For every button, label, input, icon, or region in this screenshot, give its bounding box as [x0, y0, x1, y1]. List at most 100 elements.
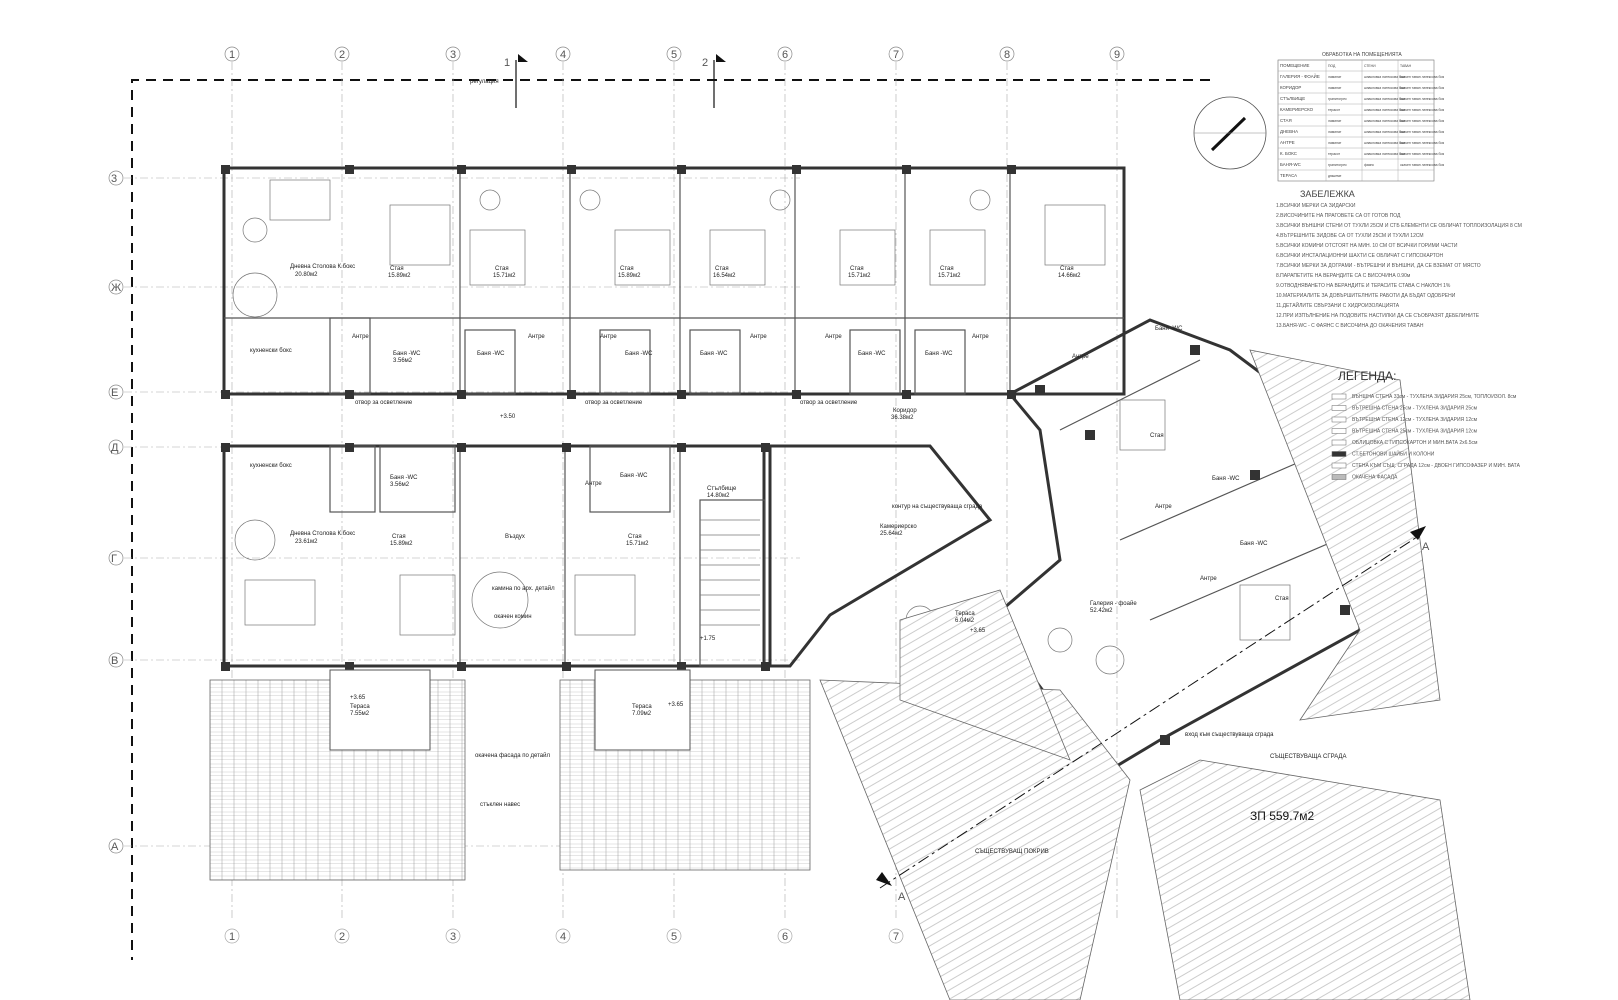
antre-label-4: Антре: [750, 334, 767, 340]
level-365-3: +3.65: [668, 702, 684, 708]
section-cut-a: А А: [876, 526, 1430, 903]
axis-label-row-1: Ж: [111, 282, 121, 294]
axis-bubble-top-5: [666, 46, 682, 62]
axis-label-top-4: 4: [560, 49, 566, 61]
axis-bubble-bottom-1: [224, 928, 240, 944]
finishes-cell: ламинат: [1328, 75, 1342, 79]
upper-wing: [221, 165, 1126, 399]
note-item: 1.ВСИЧКИ МЕРКИ СА ЗИДАРСКИ: [1276, 203, 1356, 209]
axis-bubble-top-9: [1109, 46, 1125, 62]
stair-area: 14.80м2: [707, 493, 730, 499]
axis-label-top-1: 1: [229, 49, 235, 61]
finishes-cell: ламинат: [1328, 141, 1342, 145]
antre-label-7: Антре: [1072, 354, 1089, 360]
note-item: 4.ВЪТРЕШНИТЕ ЗИДОВЕ СА ОТ ТУХЛИ 25СМ И Т…: [1276, 233, 1424, 239]
finishes-cell: окачен таван латексова боя: [1400, 119, 1444, 123]
room-area-5: 15.71м2: [848, 273, 871, 279]
note-item: 7.ВСИЧКИ МЕРКИ ЗА ДОГРАМИ - ВЪТРЕШНИ И В…: [1276, 263, 1481, 269]
bath-label-7: Баня -WC: [1155, 326, 1183, 332]
axis-bubble-row-5: [108, 652, 124, 668]
room-label-10: Стая: [1150, 433, 1164, 439]
antre-label-5: Антре: [825, 334, 842, 340]
room-area-6: 15.71м2: [938, 273, 961, 279]
axis-bubble-top-4: [555, 46, 571, 62]
finishes-header: ПОД: [1328, 64, 1336, 68]
finishes-cell: ламинат: [1328, 86, 1342, 90]
finishes-cell: окачен таван латексова боя: [1400, 75, 1444, 79]
finishes-cell: шпакловка латексова боя: [1364, 141, 1405, 145]
living-top-label: Дневна Столова К.бокс: [290, 264, 355, 270]
finishes-cell: шпакловка латексова боя: [1364, 86, 1405, 90]
axis-bubble-top-2: [334, 46, 350, 62]
finishes-cell: гранитогрес: [1328, 163, 1347, 167]
finishes-cell: окачен таван латексова боя: [1400, 86, 1444, 90]
bath-area-8: 3.56м2: [390, 482, 410, 488]
axis-label-row-5: В: [111, 655, 118, 667]
housekeeping-label: Камериерско: [880, 524, 917, 530]
room-area-3: 15.89м2: [618, 273, 641, 279]
terrace-label-1: Тераса: [955, 611, 975, 617]
bath-label-5: Баня -WC: [858, 351, 886, 357]
room-label-1: Стая: [390, 266, 404, 272]
existing-outline-label: контур на съществуваща сграда: [892, 504, 983, 510]
axis-label-bottom-3: 3: [450, 931, 456, 943]
axis-bubble-top-7: [888, 46, 904, 62]
fireplace-label: камина по арх. детайл: [492, 585, 555, 592]
axis-bubble-row-1: [108, 279, 124, 295]
room-labels: Дневна Столова К.бокс 20.80м2 Стая 15.89…: [250, 264, 1346, 855]
room-label-6: Стая: [940, 266, 954, 272]
notes-block: ЗАБЕЛЕЖКА 1.ВСИЧКИ МЕРКИ СА ЗИДАРСКИ2.ВИ…: [1276, 189, 1522, 329]
axis-bubble-top-8: [999, 46, 1015, 62]
axis-bubble-row-4: [108, 550, 124, 566]
note-item: 11.ДЕТАЙЛИТЕ СВЪРЗАНИ С ХИДРОИЗОЛАЦИЯТА: [1276, 301, 1400, 309]
note-item: 6.ВСИЧКИ ИНСТАЛАЦИОННИ ШАХТИ СЕ ОБЛИЧАТ …: [1276, 253, 1444, 259]
axis-bubble-bottom-2: [334, 928, 350, 944]
finishes-cell: КАМЕРИЕРСКО: [1280, 107, 1314, 112]
finishes-cell: ДНЕВНА: [1280, 129, 1298, 134]
entrance-existing-label: вход към съществуваща сграда: [1185, 732, 1274, 738]
note-item: 10.МАТЕРИАЛИТЕ ЗА ДОВЪРШИТЕЛНИТЕ РАБОТИ …: [1276, 293, 1456, 299]
living-bottom-area: 23.61м2: [295, 539, 318, 545]
bath-label-8: Баня -WC: [390, 475, 418, 481]
bath-label-9: Баня -WC: [620, 473, 648, 479]
finishes-cell: шпакловка латексова боя: [1364, 75, 1405, 79]
note-item: 5.ВСИЧКИ КОМИНИ ОТСТОЯТ НА МИН. 10 СМ ОТ…: [1276, 243, 1458, 249]
finishes-cell: шпакловка латексова боя: [1364, 108, 1405, 112]
axis-label-row-6: А: [111, 841, 119, 853]
room-label-8: Стая: [392, 534, 406, 540]
axis-label-bottom-4: 4: [560, 931, 566, 943]
gallery-label: Галерия - фоайе: [1090, 600, 1137, 607]
light-opening-2: отвор за осветление: [585, 400, 643, 406]
legend-item: ВЪТРЕШНА СТЕНА 25см - ТУХЛЕНА ЗИДАРИЯ 25…: [1352, 406, 1478, 412]
finishes-cell: ТЕРАСА: [1280, 173, 1297, 178]
corridor-label: Коридор: [893, 408, 917, 414]
note-item: 9.ОТВОДНЯВАНЕТО НА ВЕРАНДИТЕ И ТЕРАСИТЕ …: [1276, 283, 1451, 289]
finishes-cell: теракот: [1328, 152, 1341, 156]
level-365-2: +3.65: [350, 695, 366, 701]
living-bottom-label: Дневна Столова К.бокс: [290, 531, 355, 537]
svg-text:А: А: [898, 891, 906, 903]
finishes-cell: окачен таван латексова боя: [1400, 163, 1444, 167]
legend-item: ВЪНШНА СТЕНА 33см - ТУХЛЕНА ЗИДАРИЯ 25см…: [1352, 394, 1517, 400]
bath-label-11: Баня -WC: [1240, 541, 1268, 547]
finishes-cell: АНТРЕ: [1280, 140, 1295, 145]
legend-item: ВЪТРЕШНА СТЕНА 25см - ТУХЛЕНА ЗИДАРИЯ 12…: [1352, 429, 1478, 435]
regulation-line: [131, 79, 1210, 960]
legend-title: ЛЕГЕНДА:: [1338, 369, 1397, 383]
legend-swatch: [1331, 405, 1347, 411]
room-area-7: 14.66м2: [1058, 273, 1081, 279]
section-mark-2: 2: [702, 54, 726, 108]
axis-bubble-top-6: [777, 46, 793, 62]
legend-block: ЛЕГЕНДА: ВЪНШНА СТЕНА 33см - ТУХЛЕНА ЗИД…: [1331, 369, 1521, 481]
bath-label-1: Баня -WC: [393, 351, 421, 357]
finishes-cell: окачен таван латексова боя: [1400, 97, 1444, 101]
existing-roof-label: СЪЩЕСТВУВАЩ ПОКРИВ: [975, 849, 1049, 855]
axis-label-bottom-1: 1: [229, 931, 235, 943]
antre-label-1: Антре: [352, 334, 369, 340]
antre-label-3: Антре: [600, 334, 617, 340]
finishes-cell: ГАЛЕРИЯ - ФОАЙЕ: [1280, 74, 1320, 79]
axis-bubble-bottom-6: [777, 928, 793, 944]
legend-swatch: [1331, 439, 1347, 446]
regulation-label: регулация: [470, 79, 499, 85]
level-365-1: +3.65: [970, 628, 986, 634]
